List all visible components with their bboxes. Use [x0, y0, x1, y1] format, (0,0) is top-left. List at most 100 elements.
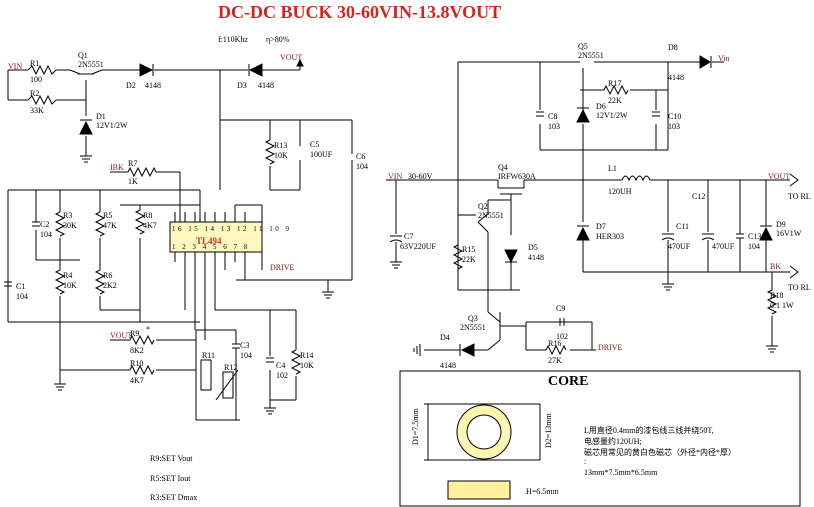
c10-ref: C10	[668, 112, 682, 121]
d6-ref: D6	[596, 102, 606, 111]
c8-ref: C8	[548, 112, 558, 121]
r7-ref: R7	[128, 159, 138, 168]
spec-efficiency: η>80%	[266, 35, 290, 44]
net-vin-right: Vin	[718, 54, 730, 63]
spec-frequency: f:110Khz	[218, 35, 248, 44]
r9-mark: *	[146, 325, 150, 334]
l1-value: 120UH	[608, 187, 632, 196]
c1-value: 104	[16, 292, 28, 301]
r17-ref: R17	[608, 79, 622, 88]
core-height: H=6.5mm	[526, 487, 559, 496]
c4-ref: C4	[276, 361, 286, 370]
c1-ref: C1	[16, 282, 26, 291]
q1-ref: Q1	[78, 51, 88, 60]
q1-value: 2N5551	[78, 60, 104, 69]
c9-value: 102	[556, 332, 568, 341]
c3-value: 104	[240, 351, 252, 360]
c3-ref: C3	[240, 341, 250, 350]
r5-value: 47K	[103, 221, 117, 230]
r18-value: 0.1 1W	[770, 301, 794, 310]
r17-value: 22K	[608, 96, 622, 105]
d2-ref: D2	[126, 81, 136, 90]
r14-value: 10K	[300, 361, 314, 370]
r9-ref: R9	[130, 329, 140, 338]
q4-value: IRFW630A	[498, 172, 536, 181]
c4-value: 102	[276, 371, 288, 380]
d8-value: 4148	[668, 73, 684, 82]
c2-ref: C2	[40, 220, 50, 229]
r5-ref: R5	[103, 211, 113, 220]
r1-value: 100	[30, 75, 42, 84]
r6-value: 2K2	[103, 281, 117, 290]
r13-ref: R13	[274, 141, 288, 150]
r4-value: 10K	[63, 281, 77, 290]
r8-ref: R8	[143, 211, 153, 220]
ic-bottom-pins: 1 2 3 4 5 6 7 8	[172, 243, 250, 251]
d7-value: HER303	[596, 232, 624, 241]
c7-ref: C7	[404, 232, 414, 241]
ic-top-pins: 16 15 14 13 12 11 10 9	[172, 225, 292, 233]
d3-ref: D3	[237, 81, 247, 90]
core-title: CORE	[548, 374, 589, 389]
c13-value: 104	[748, 242, 760, 251]
d1-ref: D1	[96, 112, 106, 121]
d9-value: 16V1W	[776, 229, 802, 238]
core-desc-3: 磁芯用常见的黄白色磁芯（外径*内径*厚）	[584, 448, 736, 457]
c7-value: 63V220UF	[400, 242, 437, 251]
c5-ref: C5	[310, 140, 320, 149]
r13-value: 10K	[274, 151, 288, 160]
q3-ref: Q3	[468, 314, 478, 323]
l1-ref: L1	[608, 164, 617, 173]
r2-value: 33K	[30, 106, 44, 115]
net-bk: BK	[770, 262, 782, 271]
r1-ref: R1	[30, 59, 40, 68]
r11-ref: R11	[202, 351, 216, 360]
d5-ref: D5	[528, 243, 538, 252]
q3-value: 2N5551	[460, 323, 486, 332]
r15-value: 22K	[462, 255, 476, 264]
d6-value: 12V1/2W	[596, 111, 628, 120]
core-desc-4: :	[584, 457, 587, 466]
c10-value: 103	[668, 122, 680, 131]
r10-ref: R10	[130, 359, 144, 368]
d9-ref: D9	[776, 220, 786, 229]
q2-value: 2N5551	[478, 211, 504, 220]
c12-value: 470UF	[712, 242, 735, 251]
d8-ref: D8	[668, 43, 678, 52]
d1-value: 12V1/2W	[96, 121, 128, 130]
r8-value: 4K7	[143, 221, 157, 230]
r15-ref: R15	[462, 245, 476, 254]
r12-ref: R12	[224, 363, 238, 372]
r18-ref: R18	[770, 291, 784, 300]
d7-ref: D7	[596, 222, 606, 231]
page-title: DC-DC BUCK 30-60VIN-13.8VOUT	[218, 2, 502, 22]
d5-value: 4148	[528, 253, 544, 262]
net-vout-top: VOUT	[280, 53, 303, 62]
core-d1: D1=7.5mm	[411, 408, 420, 445]
c11-ref: C11	[676, 222, 690, 231]
c9-ref: C9	[556, 304, 566, 313]
q5-value: 2N5551	[578, 51, 604, 60]
r4-ref: R4	[63, 271, 73, 280]
r3-value: 30K	[63, 221, 77, 230]
note-r5: R5:SET Iout	[150, 474, 191, 483]
r2-ref: R2	[30, 89, 40, 98]
net-drive-1: DRIVE	[270, 263, 295, 272]
net-to-rl-1: TO RL	[788, 192, 811, 201]
r14-ref: R14	[300, 351, 314, 360]
r10-value: 4K7	[130, 376, 144, 385]
note-r3: R3:SET Dmax	[150, 493, 198, 502]
ic-name: TL494	[196, 236, 222, 246]
c5-value: 100UF	[310, 150, 333, 159]
c6-value: 104	[356, 162, 368, 171]
q5-ref: Q5	[578, 42, 588, 51]
r3-ref: R3	[63, 211, 73, 220]
c13-ref: C13	[748, 232, 762, 241]
r7-value: 1K	[128, 177, 138, 186]
c11-value: 470UF	[668, 242, 691, 251]
core-desc-1: L用直径0.4mm的漆包线三线并绕50T,	[584, 426, 714, 435]
d4-ref: D4	[440, 333, 450, 342]
core-desc-5: 13mm*7.5mm*6.5mm	[584, 468, 658, 477]
net-to-rl-2: TO RL	[788, 283, 811, 292]
